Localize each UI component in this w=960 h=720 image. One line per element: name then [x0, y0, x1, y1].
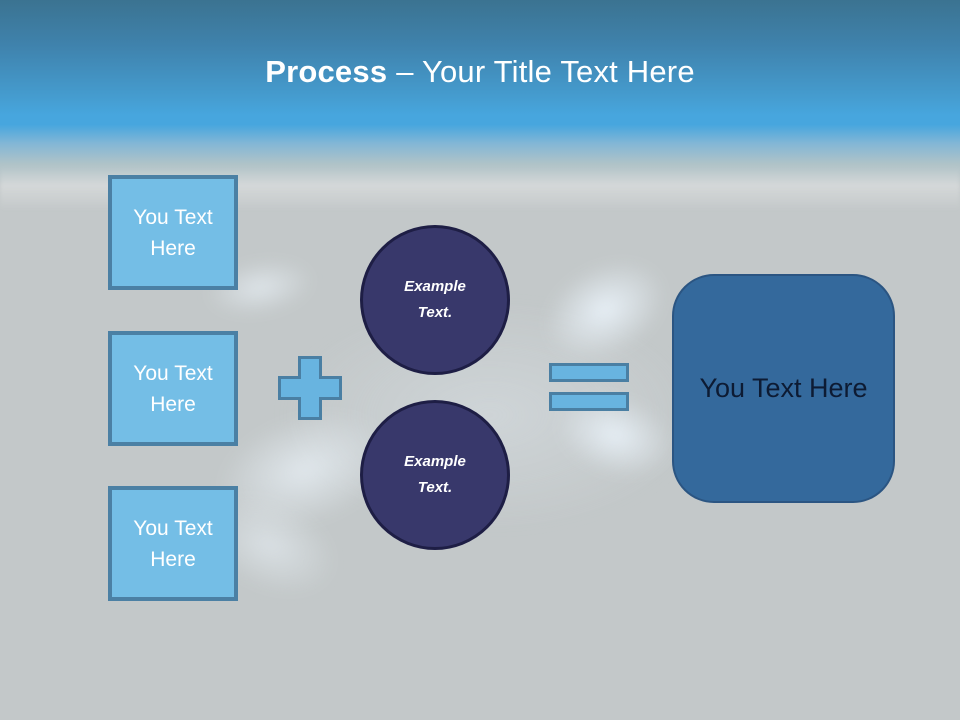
- example-circle-2-label: Example Text.: [404, 453, 466, 496]
- input-box-3: You Text Here: [108, 486, 238, 601]
- header-gradient-band: [0, 0, 960, 186]
- slide-title: Process– Your Title Text Here: [0, 54, 960, 90]
- equals-bar-top: [549, 363, 629, 382]
- input-box-2: You Text Here: [108, 331, 238, 446]
- input-box-2-label: You Text Here: [133, 361, 213, 416]
- example-circle-1-label: Example Text.: [404, 278, 466, 321]
- equals-icon: [549, 363, 629, 411]
- example-circle-1: Example Text.: [360, 225, 510, 375]
- input-box-1-label: You Text Here: [133, 205, 213, 260]
- result-box-label: You Text Here: [699, 373, 868, 403]
- input-box-1: You Text Here: [108, 175, 238, 290]
- plus-icon: [278, 356, 342, 420]
- equals-bar-bottom: [549, 392, 629, 411]
- slide-title-emphasis: Process: [265, 54, 388, 89]
- slide-title-rest: – Your Title Text Here: [396, 54, 695, 89]
- input-box-3-label: You Text Here: [133, 516, 213, 571]
- example-circle-2: Example Text.: [360, 400, 510, 550]
- result-box: You Text Here: [672, 274, 895, 503]
